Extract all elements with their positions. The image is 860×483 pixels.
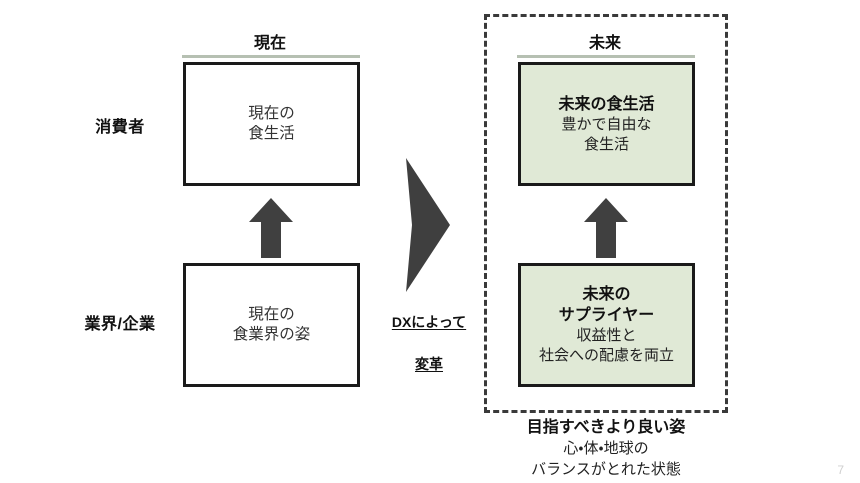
column-heading-present: 現在 [253,35,286,52]
box-present-consumer-body: 現在の 食生活 [248,104,295,142]
page-number: 7 [837,463,844,477]
transform-caption-line2: 変革 [415,356,443,372]
goal-caption: 目指すべきより良い姿 心・体・地球の バランスがとれた状態 [470,417,742,480]
up-arrow-icon-future [584,198,628,258]
box-present-consumer: 現在の 食生活 [183,62,360,186]
row-label-industry: 業界/企業 [84,316,156,333]
goal-caption-sub: 心・体・地球の バランスがとれた状態 [531,440,681,478]
box-future-industry: 未来の サプライヤー 収益性と 社会への配慮を両立 [518,263,695,387]
column-rule-future [517,55,695,58]
column-heading-future: 未来 [588,35,621,52]
box-present-industry-body: 現在の 食業界の姿 [232,305,311,343]
up-arrow-icon-present [249,198,293,258]
box-present-industry: 現在の 食業界の姿 [183,263,360,387]
future-dashed-frame [484,14,728,413]
box-future-industry-title: 未来の サプライヤー [558,286,655,325]
transform-caption-line1: DXによって [391,314,467,330]
box-future-consumer-title: 未来の食生活 [558,95,655,113]
box-future-consumer: 未来の食生活 豊かで自由な 食生活 [518,62,695,186]
column-rule-present [182,55,360,58]
transform-caption: DXによって 変革 [368,291,490,375]
box-future-consumer-body: 豊かで自由な 食生活 [561,115,652,153]
goal-caption-headline: 目指すべきより良い姿 [526,419,686,436]
row-label-consumer: 消費者 [95,119,145,136]
right-arrow-icon-transform [406,158,450,292]
box-future-industry-body: 収益性と 社会への配慮を両立 [538,327,674,365]
